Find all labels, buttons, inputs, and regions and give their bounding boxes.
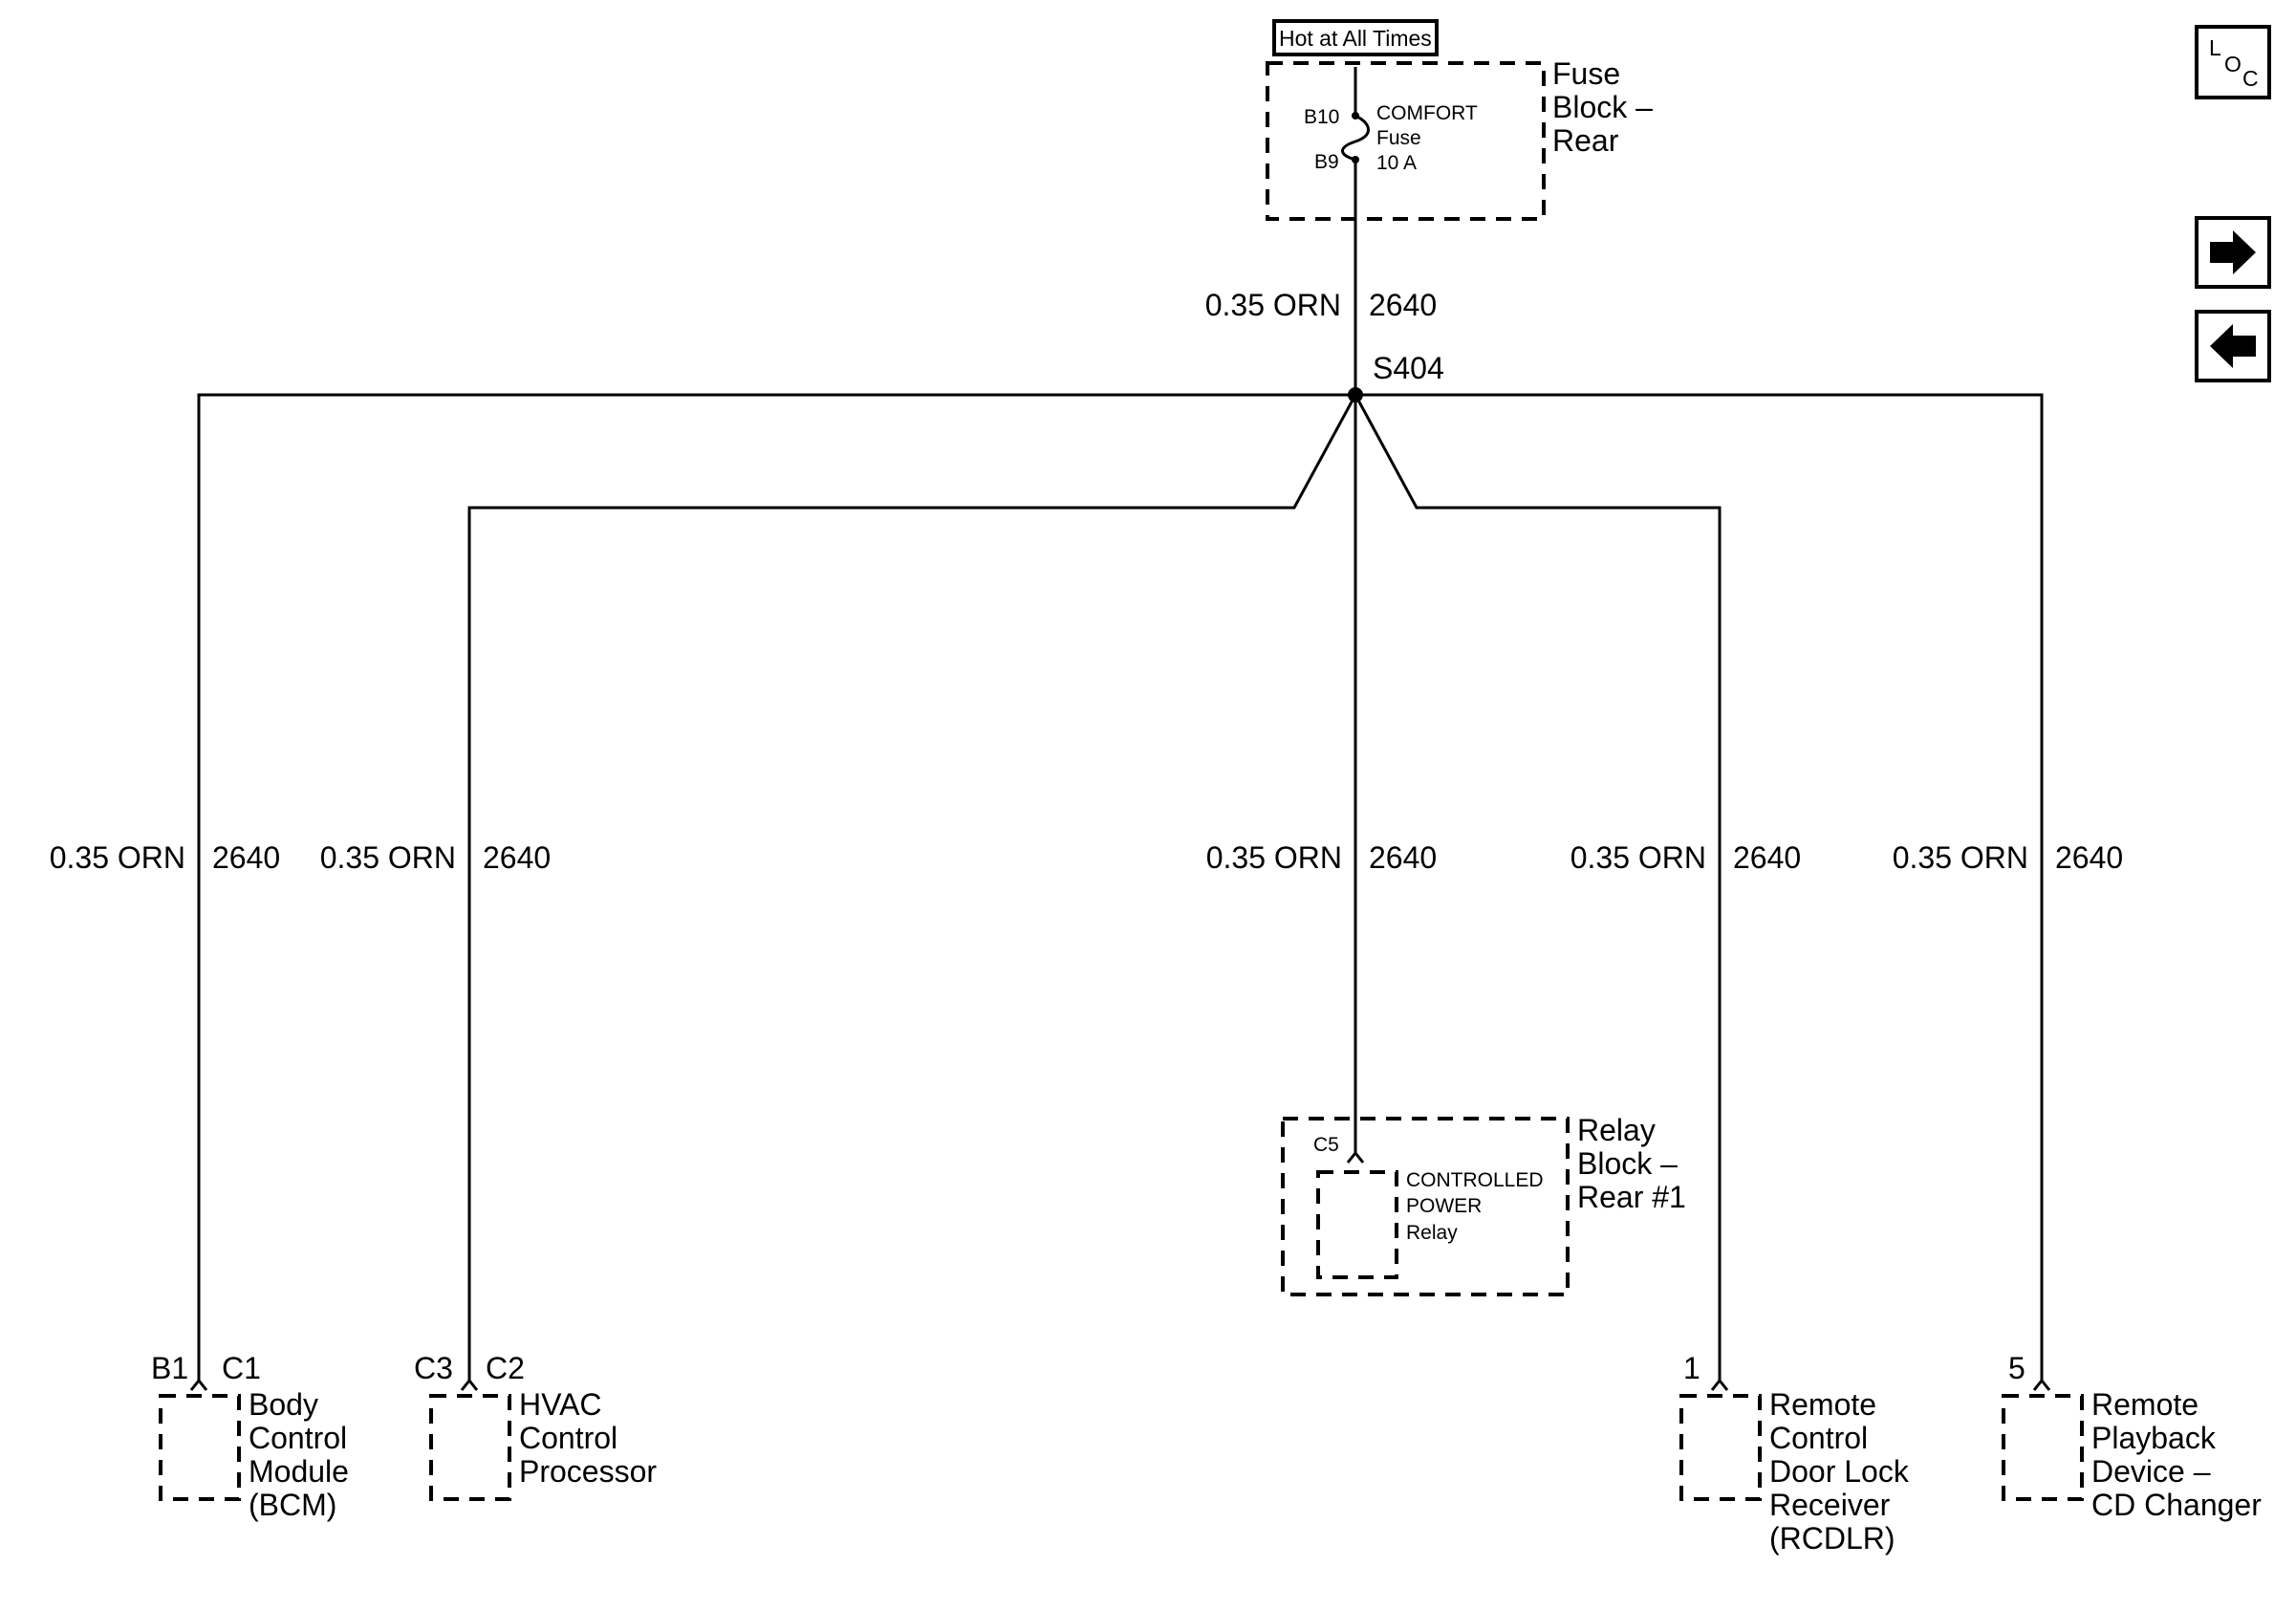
fuse-block-name-3: Rear (1552, 123, 1619, 158)
svg-text:Door Lock: Door Lock (1769, 1454, 1910, 1489)
relay-block-name-3: Rear #1 (1577, 1180, 1686, 1214)
branch-cd-circuit: 2640 (2055, 840, 2123, 875)
svg-text:Module: Module (249, 1454, 349, 1489)
branch-relay-circuit: 2640 (1369, 840, 1437, 875)
component-cd-changer: 5 Remote Playback Device – CD Changer (2002, 1351, 2262, 1522)
svg-text:Hot at All Times: Hot at All Times (1279, 26, 1432, 51)
connector-icon (1710, 1378, 1729, 1391)
bcm-pin: B1 (151, 1351, 188, 1385)
svg-text:(BCM): (BCM) (249, 1488, 336, 1522)
svg-text:C: C (2242, 66, 2259, 91)
arrow-left-icon (2210, 324, 2256, 368)
hvac-connector: C2 (486, 1351, 525, 1385)
branch-hvac-gauge: 0.35 ORN (320, 840, 456, 875)
branch-bcm-gauge: 0.35 ORN (50, 840, 185, 875)
relay-block-name-2: Block – (1577, 1146, 1678, 1181)
fuse-name-1: COMFORT (1376, 102, 1478, 124)
fuse-block-name-2: Block – (1552, 90, 1653, 124)
hvac-pin: C3 (414, 1351, 453, 1385)
svg-text:HVAC: HVAC (519, 1387, 602, 1422)
svg-text:L: L (2209, 35, 2221, 60)
svg-text:Body: Body (249, 1387, 318, 1422)
relay-name-1: CONTROLLED (1406, 1169, 1544, 1191)
relay-name-2: POWER (1406, 1195, 1482, 1217)
relay-pin-c5: C5 (1313, 1134, 1339, 1156)
cd-pin: 5 (2008, 1351, 2025, 1385)
svg-text:CD Changer: CD Changer (2091, 1488, 2262, 1522)
connector-icon (2032, 1378, 2051, 1391)
relay-block-name-1: Relay (1577, 1113, 1656, 1147)
svg-text:O: O (2224, 52, 2242, 76)
branch-rcdlr-gauge: 0.35 ORN (1570, 840, 1706, 875)
fuse-name-2: Fuse (1376, 127, 1421, 149)
fuse-pin-b9: B9 (1314, 151, 1339, 173)
svg-text:Processor: Processor (519, 1454, 657, 1489)
svg-text:Receiver: Receiver (1769, 1488, 1891, 1522)
svg-text:Device –: Device – (2091, 1454, 2211, 1489)
connector-icon (460, 1378, 479, 1391)
main-wire-circuit: 2640 (1369, 288, 1437, 322)
svg-text:Control: Control (519, 1421, 617, 1455)
svg-text:Playback: Playback (2091, 1421, 2217, 1455)
fuse-pin-b10: B10 (1304, 106, 1339, 128)
branch-cd-gauge: 0.35 ORN (1893, 840, 2028, 875)
relay-block-rear-1: C5 CONTROLLED POWER Relay Relay Block – … (1281, 1113, 1686, 1296)
component-rcdlr: 1 Remote Control Door Lock Receiver (RCD… (1679, 1351, 1910, 1556)
power-source-label: Hot at All Times (1272, 19, 1439, 56)
loc-button[interactable]: L O C (2195, 25, 2271, 99)
forward-button[interactable] (2195, 216, 2271, 289)
component-hvac: C3 C2 HVAC Control Processor (414, 1351, 657, 1501)
connector-icon (189, 1378, 208, 1391)
branch-bcm-circuit: 2640 (212, 840, 280, 875)
svg-text:Remote: Remote (2091, 1387, 2199, 1422)
rcdlr-pin: 1 (1683, 1351, 1700, 1385)
svg-text:(RCDLR): (RCDLR) (1769, 1521, 1895, 1556)
branch-hvac-circuit: 2640 (483, 840, 551, 875)
fuse-block-rear: Fuse Block – Rear B10 B9 COMFORT Fuse 10… (1266, 56, 1653, 221)
fuse-icon (1341, 67, 1370, 163)
svg-text:Remote: Remote (1769, 1387, 1876, 1422)
svg-text:Control: Control (1769, 1421, 1868, 1455)
component-bcm: B1 C1 Body Control Module (BCM) (151, 1351, 349, 1522)
splice-label: S404 (1373, 351, 1444, 385)
relay-name-3: Relay (1406, 1222, 1458, 1244)
fuse-block-name-1: Fuse (1552, 56, 1620, 91)
arrow-right-icon (2210, 230, 2256, 274)
svg-text:Control: Control (249, 1421, 347, 1455)
branch-relay-gauge: 0.35 ORN (1206, 840, 1342, 875)
connector-c5-icon (1346, 1150, 1365, 1164)
fuse-rating: 10 A (1376, 152, 1417, 174)
main-wire-gauge: 0.35 ORN (1205, 288, 1341, 322)
branch-rcdlr-circuit: 2640 (1733, 840, 1801, 875)
branch-wires (197, 393, 2044, 1381)
bcm-connector: C1 (222, 1351, 261, 1385)
back-button[interactable] (2195, 310, 2271, 382)
